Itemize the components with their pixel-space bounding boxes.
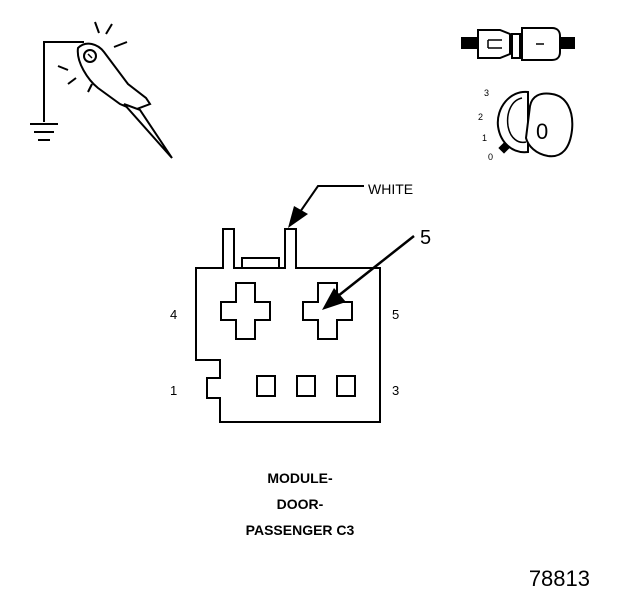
wire-color-label: WHITE xyxy=(368,181,413,197)
ignition-position-3: 3 xyxy=(484,88,489,98)
pin-label-1: 1 xyxy=(170,383,177,398)
ignition-key-icon: 3 2 1 0 0 xyxy=(478,88,574,162)
ignition-position-1: 1 xyxy=(482,133,487,143)
callout-number: 5 xyxy=(420,227,431,249)
pin-label-3: 3 xyxy=(392,383,399,398)
pin-label-4: 4 xyxy=(170,307,177,322)
disconnected-connector-icon xyxy=(461,27,575,61)
wire-color-leader xyxy=(288,185,364,228)
ignition-position-0: 0 xyxy=(488,152,493,162)
pin-label-5: 5 xyxy=(392,307,399,322)
connector-name-line-1: MODULE- xyxy=(267,470,333,486)
ignition-key-glyph: 0 xyxy=(536,119,548,144)
connector-name-line-2: DOOR- xyxy=(276,496,324,512)
figure-number: 78813 xyxy=(528,566,590,591)
connector-face xyxy=(195,228,381,423)
cavity-pin-2 xyxy=(296,375,316,397)
callout-arrow xyxy=(322,235,415,310)
cavity-pin-3 xyxy=(336,375,356,397)
cavity-pin-4 xyxy=(220,282,271,340)
ignition-position-2: 2 xyxy=(478,112,483,122)
cavity-pin-1 xyxy=(256,375,276,397)
cavity-row-bottom xyxy=(256,375,356,397)
test-probe-icon xyxy=(57,21,173,159)
connector-name-line-3: PASSENGER C3 xyxy=(245,522,355,538)
ground-symbol-icon xyxy=(30,41,84,141)
